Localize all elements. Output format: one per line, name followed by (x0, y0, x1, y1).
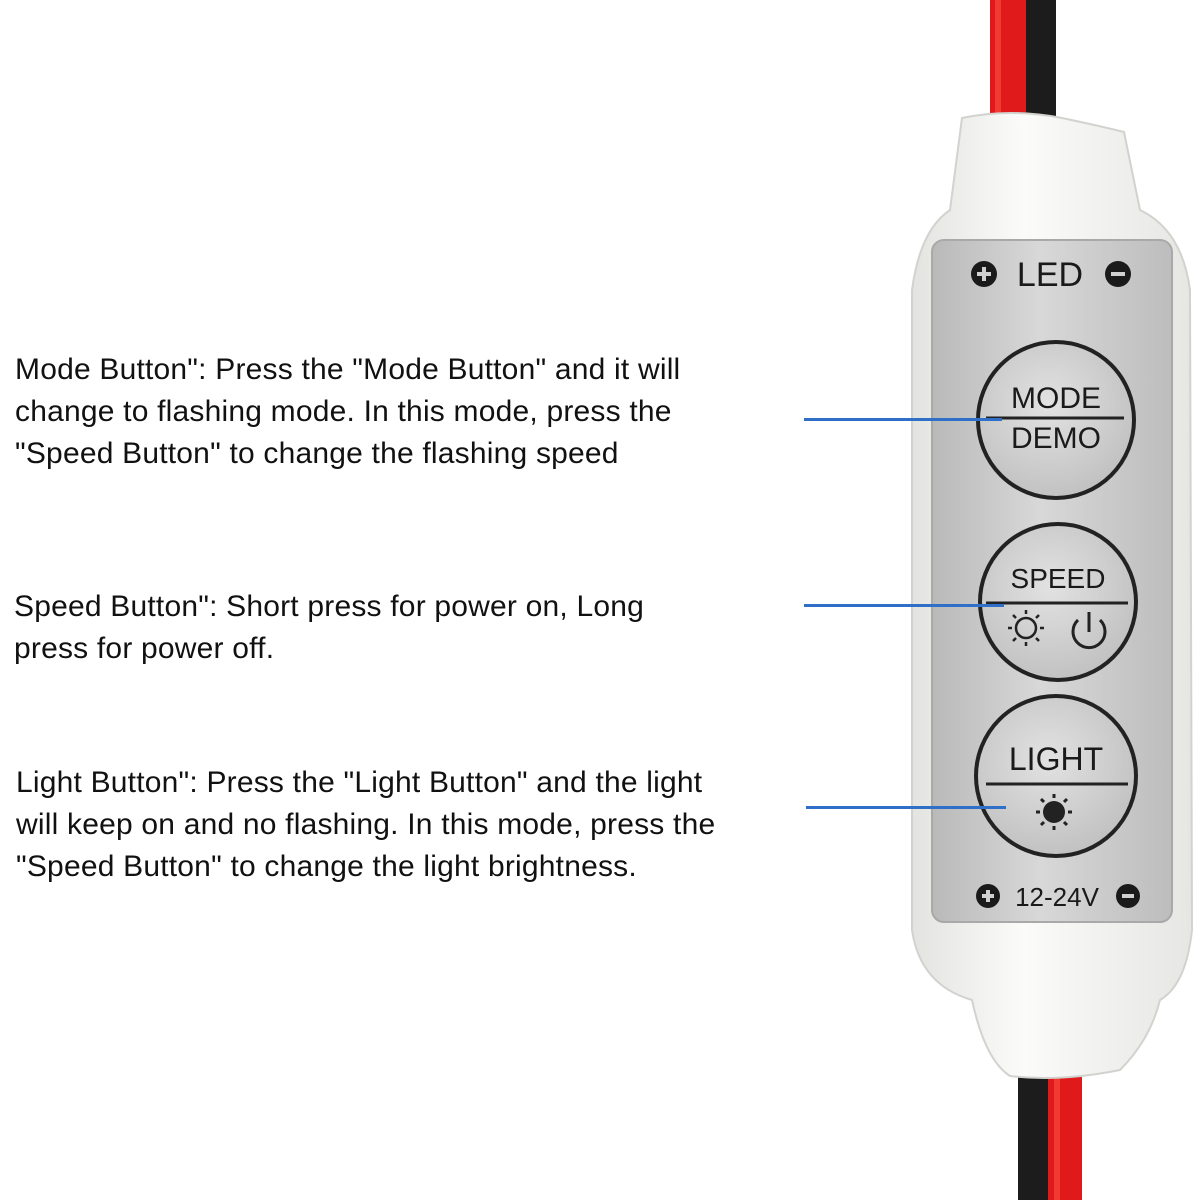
mode-button[interactable]: MODE DEMO (976, 340, 1136, 500)
description-line: Speed Button": Short press for power on,… (14, 590, 645, 623)
description-line: "Speed Button" to change the flashing sp… (15, 437, 619, 470)
speed-leader-line (804, 604, 1004, 607)
speed-button-description: Speed Button": Short press for power on,… (14, 586, 794, 670)
speed-button[interactable]: SPEED (978, 522, 1138, 682)
description-line: change to flashing mode. In this mode, p… (15, 395, 672, 428)
description-line: "Speed Button" to change the light brigh… (16, 850, 637, 883)
description-line: Light Button": Press the "Light Button" … (16, 766, 703, 799)
led-terminal-label: LED (971, 256, 1131, 294)
description-line: Mode Button": Press the "Mode Button" an… (15, 353, 681, 386)
led-label: LED (1017, 256, 1083, 294)
description-line: will keep on and no flashing. In this mo… (16, 808, 716, 841)
mode-leader-line (804, 418, 1002, 421)
light-button-description: Light Button": Press the "Light Button" … (16, 762, 816, 888)
mode-label: MODE (1011, 382, 1101, 415)
sun-filled-icon (1036, 794, 1072, 830)
light-button[interactable]: LIGHT (974, 694, 1138, 858)
power-input-label: 12-24V (976, 882, 1140, 912)
description-line: press for power off. (14, 632, 275, 665)
power-icon (1071, 612, 1107, 650)
demo-label: DEMO (1011, 422, 1101, 455)
bottom-wires (1018, 1060, 1082, 1200)
voltage-label: 12-24V (1015, 882, 1099, 912)
speed-label: SPEED (1011, 563, 1106, 594)
light-leader-line (806, 806, 1006, 809)
sun-outline-icon (1008, 610, 1044, 646)
top-wires (990, 0, 1056, 150)
light-label: LIGHT (1009, 741, 1103, 777)
mode-button-description: Mode Button": Press the "Mode Button" an… (15, 349, 795, 475)
